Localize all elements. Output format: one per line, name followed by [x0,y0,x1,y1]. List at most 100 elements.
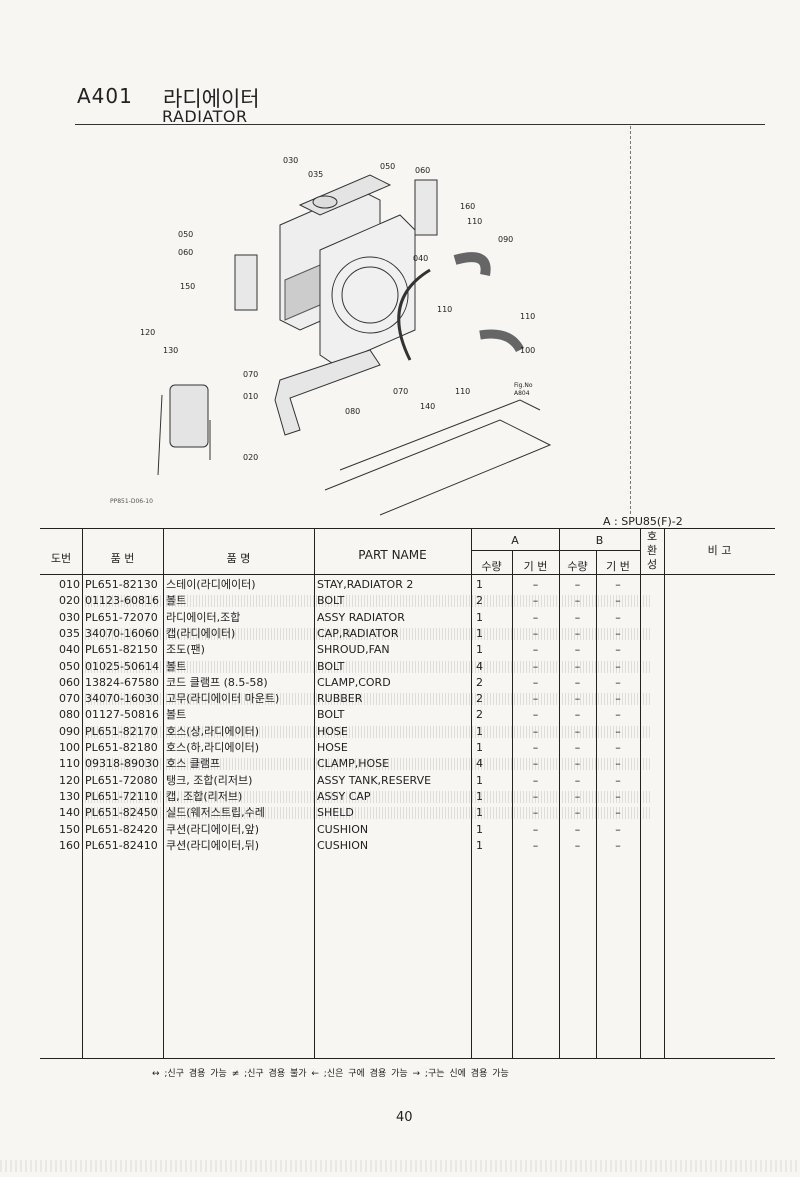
cell-base-b: – [615,724,621,738]
cell-part-name: HOSE [317,724,348,738]
cell-part-name: CLAMP,CORD [317,675,391,689]
cell-no: 150 [59,822,80,836]
cell-base-a: – [532,692,539,706]
svg-text:110: 110 [467,217,482,226]
cell-no: 120 [59,773,80,787]
cell-part-name: CAP,RADIATOR [317,626,399,640]
header-group-b: B [595,534,604,547]
cell-name-ko: 호스(하,라디에이터) [166,741,260,754]
svg-text:140: 140 [420,402,435,411]
cell-base-a: – [532,626,539,640]
cell-name-ko: 볼트 [166,594,187,608]
svg-text:020: 020 [243,453,258,462]
cell-base-a: – [532,741,539,754]
section-title-korean: 라디에이터 [163,87,260,111]
cell-base-a: – [532,578,539,591]
svg-text:110: 110 [455,387,470,396]
cell-base-b: – [615,659,621,673]
cell-name-ko: 쿠션(라디에이터,앞) [166,822,260,836]
svg-text:035: 035 [308,170,323,179]
title-rule [75,124,765,125]
section-title-english: RADIATOR [162,107,248,126]
cell-qty-b: – [574,610,581,624]
cell-part-no: 01123-60816 [85,594,159,608]
svg-text:120: 120 [140,328,155,337]
cell-part-name: ASSY CAP [317,789,371,803]
cell-no: 020 [59,594,80,608]
parts-table: 도번 품 번 품 명 PART NAME A B 수량 기 번 수량 기 번 호… [40,528,775,1059]
cell-part-no: PL651-72080 [85,773,158,787]
cell-qty: 1 [476,643,483,657]
cell-qty-b: – [574,643,581,657]
cell-base-b: – [615,838,621,852]
svg-text:050: 050 [380,162,395,171]
svg-text:040: 040 [413,254,428,263]
cell-qty-b: – [574,838,581,852]
svg-text:070: 070 [243,370,258,379]
cell-base-a: – [532,838,539,852]
svg-text:110: 110 [520,312,535,321]
cell-base-b: – [615,741,621,754]
cell-qty: 1 [476,822,483,836]
cell-base-b: – [615,594,621,608]
cell-qty-b: – [574,789,581,803]
header-no: 도번 [50,552,72,565]
cell-no: 050 [59,659,80,673]
cell-part-no: 34070-16030 [85,692,159,706]
cell-base-b: – [615,806,621,820]
cell-part-no: PL651-82410 [85,838,158,852]
cell-part-name: ASSY RADIATOR [317,610,405,624]
cell-qty: 1 [476,789,483,803]
cell-part-name: BOLT [317,594,345,608]
cell-base-a: – [532,643,539,657]
svg-text:150: 150 [180,282,195,291]
cell-name-ko: 조도(팬) [166,643,205,657]
svg-text:070: 070 [393,387,408,396]
cell-part-no: PL651-82170 [85,724,158,738]
margin-dashed-line [630,126,631,514]
cell-no: 010 [59,578,80,591]
svg-text:090: 090 [498,235,513,244]
cell-name-ko: 볼트 [166,659,187,673]
svg-text:160: 160 [460,202,475,211]
cell-part-no: 13824-67580 [85,675,159,689]
cell-part-no: PL651-72070 [85,610,158,624]
cell-qty-b: – [574,692,581,706]
cell-base-a: – [532,757,539,771]
cell-base-a: – [532,659,539,673]
cell-qty-b: – [574,594,581,608]
header-base-b: 기 번 [606,560,630,573]
cell-name-ko: 스테이(라디에이터) [166,578,256,591]
cell-base-a: – [532,724,539,738]
section-code: A401 [77,84,133,108]
header-name-ko: 품 명 [226,552,251,565]
header-part-no: 품 번 [110,552,135,565]
cell-name-ko: 고무(라디에이터 마운트) [166,692,280,706]
cell-qty: 1 [476,773,483,787]
cell-base-a: – [532,675,539,689]
cell-part-no: PL651-82180 [85,741,158,754]
cell-no: 100 [59,741,80,754]
header-group-a: A [511,534,519,547]
cell-qty: 2 [476,708,483,722]
cell-qty: 2 [476,692,483,706]
cell-qty-b: – [574,659,581,673]
cell-qty-b: – [574,773,581,787]
svg-text:100: 100 [520,346,535,355]
svg-text:030: 030 [283,156,298,165]
cell-base-b: – [615,692,621,706]
cell-part-no: PL651-82150 [85,643,158,657]
cell-name-ko: 쿠션(라디에이터,뒤) [166,838,260,852]
cell-part-name: SHELD [317,806,354,820]
cell-part-name: STAY,RADIATOR 2 [317,578,414,591]
cell-part-no: PL651-82420 [85,822,158,836]
cell-name-ko: 라디에이터,조합 [166,610,241,624]
